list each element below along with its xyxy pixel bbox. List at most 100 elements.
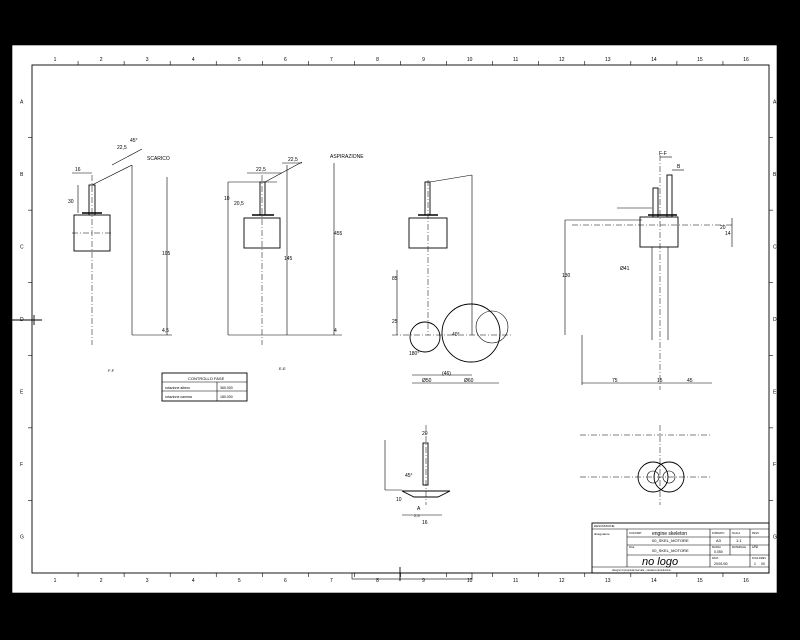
tb-sheet-head: FOGLIO <box>752 557 762 560</box>
dim5-16: 16 <box>422 520 428 526</box>
grid-col-number-bottom: 14 <box>651 578 657 584</box>
technical-drawing: 1122334455667788991010111112121313141415… <box>12 45 777 593</box>
grid-col-number-bottom: 9 <box>422 578 425 584</box>
dim2-455: 455 <box>334 231 343 237</box>
tb-footer: disegno di proprietà riservata - vietata… <box>612 569 672 572</box>
tb-col2-head: SCALA <box>732 532 741 535</box>
view-top-circles <box>580 425 712 505</box>
cam-small-circle <box>409 321 441 353</box>
grid-col-number-bottom: 11 <box>513 578 518 584</box>
grid-col-number-top: 13 <box>605 57 611 63</box>
view1-rocker <box>91 164 133 186</box>
tb-col3-head: PESO <box>752 532 759 535</box>
view-aspirazione: ASPIRAZIONE 22,5 22,5 10 20,5 145 455 4 … <box>224 154 364 371</box>
tb-rev-val: 00 <box>761 562 765 566</box>
grid-col-number-top: 5 <box>238 57 241 63</box>
control-row2-value: 180.000 <box>220 395 233 399</box>
view5-stem <box>422 442 429 486</box>
grid-col-number-top: 10 <box>467 57 473 63</box>
center-mark-bottom-box <box>351 572 473 580</box>
grid-col-number-top: 6 <box>284 57 287 63</box>
dim2-4: 4 <box>334 328 337 334</box>
tb-drawn-label: disegnatore <box>594 532 610 536</box>
tb-title: engine skeleton <box>652 531 687 537</box>
title-block: DESCRIZIONE engine skeleton disegnatore … <box>591 522 770 574</box>
view3-rocker <box>429 174 473 183</box>
dim2-22-5: 22,5 <box>288 157 298 163</box>
dim-45deg: 45° <box>130 138 138 144</box>
view-detail-a: 20 45° 10 A 2,5 16 <box>384 425 451 526</box>
dim3-85: 85 <box>392 276 398 282</box>
grid-col-number-top: 14 <box>651 57 657 63</box>
dim4-15: 15 <box>657 378 663 384</box>
view4-stem-left <box>652 187 659 218</box>
grid-reference-marks: 1122334455667788991010111112121313141415… <box>20 57 777 584</box>
grid-row-letter-left: C <box>20 244 24 250</box>
grid-row-letter-right: F <box>773 462 776 468</box>
aspirazione-label: ASPIRAZIONE <box>330 154 364 160</box>
dim-16: 16 <box>75 167 81 173</box>
dim5-2-5: 2,5 <box>414 513 420 518</box>
view2-body <box>243 217 281 249</box>
view5-valve-head <box>401 490 451 498</box>
view6-circle-left <box>637 461 669 493</box>
dim-105: 105 <box>162 251 171 257</box>
view4-b-label: B <box>677 164 681 170</box>
view4-stem-right <box>666 174 673 218</box>
control-table-frame <box>161 372 248 402</box>
grid-col-number-bottom: 4 <box>192 578 195 584</box>
tb-mass-val: 0.050 <box>714 550 723 554</box>
tb-date-head: DATA <box>712 557 719 560</box>
section-ff-label: F-F <box>108 368 115 373</box>
title-block-frame <box>591 522 770 574</box>
dim3-d50: Ø50 <box>422 378 432 384</box>
view-cams: 85 25 180° 40° Ø50 (46) Ø60 <box>392 174 512 384</box>
dim4-130: 130 <box>562 273 571 279</box>
tb-part-label: COD.PART <box>629 532 642 535</box>
grid-col-number-bottom: 16 <box>743 578 749 584</box>
grid-row-letter-left: G <box>20 535 24 541</box>
dim3-40deg: 40° <box>452 332 460 338</box>
view5-a-label: A <box>417 506 421 512</box>
grid-row-letter-right: B <box>773 172 777 178</box>
tb-file-label: FILE <box>629 546 635 549</box>
dim3-46: (46) <box>442 371 451 377</box>
view1-angle-line <box>111 148 143 166</box>
tb-date-val: 20/01/00 <box>714 562 728 566</box>
scarico-label: SCARICO <box>147 156 170 162</box>
dim2-22-5b: 22,5 <box>256 167 266 173</box>
grid-col-number-top: 16 <box>743 57 749 63</box>
grid-row-letter-right: G <box>773 535 777 541</box>
dim4-20: 20 <box>720 225 726 231</box>
grid-col-number-bottom: 13 <box>605 578 611 584</box>
tb-material-head: MATERIALE <box>732 546 746 549</box>
tb-file-name: 00_SKEL_MOTORE <box>652 548 689 553</box>
grid-row-letter-right: A <box>773 99 777 105</box>
tb-col1-val: A3 <box>716 538 722 543</box>
control-row2-label: rotazione camma <box>165 395 192 399</box>
grid-col-number-top: 12 <box>559 57 565 63</box>
section-ee-label: E-E <box>279 366 286 371</box>
tb-col1-head: FORMATO <box>712 532 724 535</box>
grid-col-number-bottom: 15 <box>697 578 703 584</box>
tb-part-code: 00_SKEL_MOTORE <box>652 538 689 543</box>
grid-row-letter-right: D <box>773 317 777 323</box>
view4-f-top: F-F <box>659 151 667 157</box>
grid-col-number-bottom: 7 <box>330 578 333 584</box>
grid-col-number-top: 3 <box>146 57 149 63</box>
tb-logo: no logo <box>642 556 678 568</box>
dim3-180deg: 180° <box>409 351 419 357</box>
dim-22-5: 22,5 <box>117 145 127 151</box>
grid-col-number-bottom: 5 <box>238 578 241 584</box>
tb-head-label: DESCRIZIONE <box>594 524 615 528</box>
tb-mass-head: MASSA <box>712 546 721 549</box>
grid-col-number-top: 11 <box>513 57 518 63</box>
grid-col-number-bottom: 6 <box>284 578 287 584</box>
dim3-d60: Ø60 <box>464 378 474 384</box>
dim2-145: 145 <box>284 256 293 262</box>
grid-row-letter-right: C <box>773 244 777 250</box>
view6-inner-right <box>662 470 676 484</box>
grid-col-number-bottom: 12 <box>559 578 565 584</box>
view4-body <box>639 216 679 248</box>
